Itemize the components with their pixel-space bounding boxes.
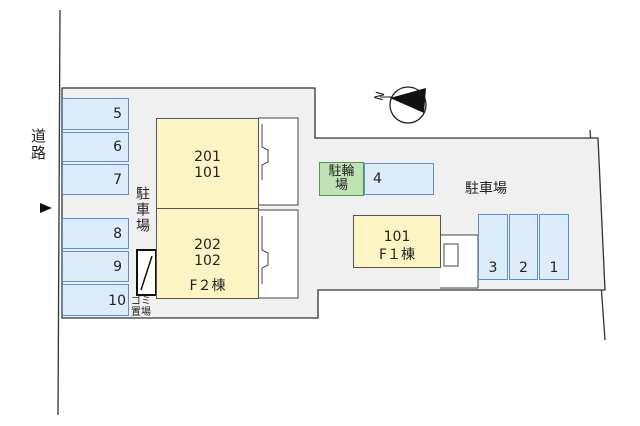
parking-slot-number: 3 <box>488 260 498 276</box>
building-f1-units: 101 <box>383 229 411 245</box>
building-f2-lower: 202 102 F２棟 <box>156 208 259 299</box>
bicycle-slot-4: 4 <box>364 163 434 195</box>
garbage-box-slash <box>140 255 153 291</box>
f1-step <box>443 243 459 267</box>
bicycle-slot-number: 4 <box>373 171 382 187</box>
road-label: 道路 <box>29 128 47 162</box>
parking-slot-number: 10 <box>108 293 126 309</box>
building-f2-upper-units: 201 101 <box>194 149 221 181</box>
parking-slot-number: 7 <box>113 172 122 188</box>
entrance-arrow-icon <box>40 203 52 213</box>
parking-slot-10: 10 <box>62 284 129 316</box>
building-f2-upper: 201 101 <box>156 118 259 209</box>
parking-slot-6: 6 <box>62 132 129 162</box>
parking-slot-number: 5 <box>113 106 122 122</box>
parking-slot-number: 1 <box>549 260 559 276</box>
north-compass-icon <box>380 86 427 124</box>
bicycle-parking-label: 駐輪場 <box>328 164 355 193</box>
parking-slot-number: 6 <box>113 139 122 155</box>
parking-slot-7: 7 <box>62 164 129 195</box>
building-f1-name: F１棟 <box>378 247 416 263</box>
f2-upper-door <box>261 124 269 180</box>
parking-slot-3: 3 <box>478 214 508 280</box>
bicycle-parking: 駐輪場 <box>319 162 364 196</box>
building-f2-name: F２棟 <box>189 278 226 294</box>
parking-slot-number: 9 <box>113 259 122 275</box>
f2-upper-annex <box>258 117 299 206</box>
parking-slot-8: 8 <box>62 218 129 249</box>
road-edge-left <box>57 9 61 416</box>
f2-lower-annex <box>258 209 299 299</box>
parking-label-right: 駐車場 <box>465 181 507 197</box>
parking-slot-2: 2 <box>509 214 538 280</box>
garbage-label: ゴミ 置場 <box>131 296 151 318</box>
parking-slot-number: 2 <box>519 260 528 276</box>
parking-slot-1: 1 <box>539 214 569 280</box>
parking-label-left: 駐車場 <box>134 186 150 234</box>
f2-lower-door <box>261 216 269 284</box>
building-f2-lower-units: 202 102 <box>194 237 221 269</box>
building-f1: 101 F１棟 <box>353 215 441 268</box>
parking-slot-number: 8 <box>113 226 122 242</box>
parking-slot-5: 5 <box>62 98 129 130</box>
parking-slot-9: 9 <box>62 251 129 282</box>
